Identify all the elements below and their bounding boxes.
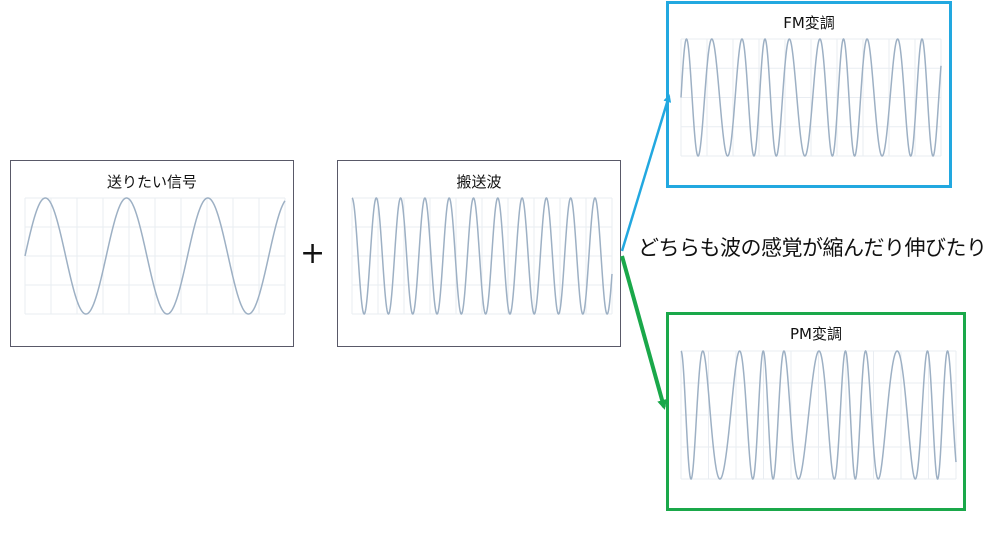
pm-title: PM変調 [790, 325, 842, 343]
note-text: どちらも波の感覚が縮んだり伸びたり [638, 236, 987, 260]
signal-title: 送りたい信号 [106, 173, 197, 191]
pm-panel: PM変調 [666, 312, 966, 511]
fm-chart [680, 38, 942, 157]
plus-sign: + [300, 236, 326, 271]
fm-panel: FM変調 [666, 1, 952, 188]
signal-panel: 送りたい信号 [10, 160, 294, 347]
signal-grid [24, 197, 286, 315]
carrier-title: 搬送波 [456, 173, 502, 191]
carrier-waveform [351, 197, 613, 315]
pm-chart [680, 350, 957, 480]
signal-chart [24, 197, 286, 315]
fm-title: FM変調 [783, 14, 835, 32]
fm-waveform [680, 38, 942, 157]
pm-arrow [620, 255, 667, 410]
signal-waveform [24, 197, 286, 315]
pm-waveform [680, 350, 957, 480]
fm-arrow [620, 94, 672, 252]
carrier-panel: 搬送波 [337, 160, 621, 347]
carrier-chart [351, 197, 613, 315]
